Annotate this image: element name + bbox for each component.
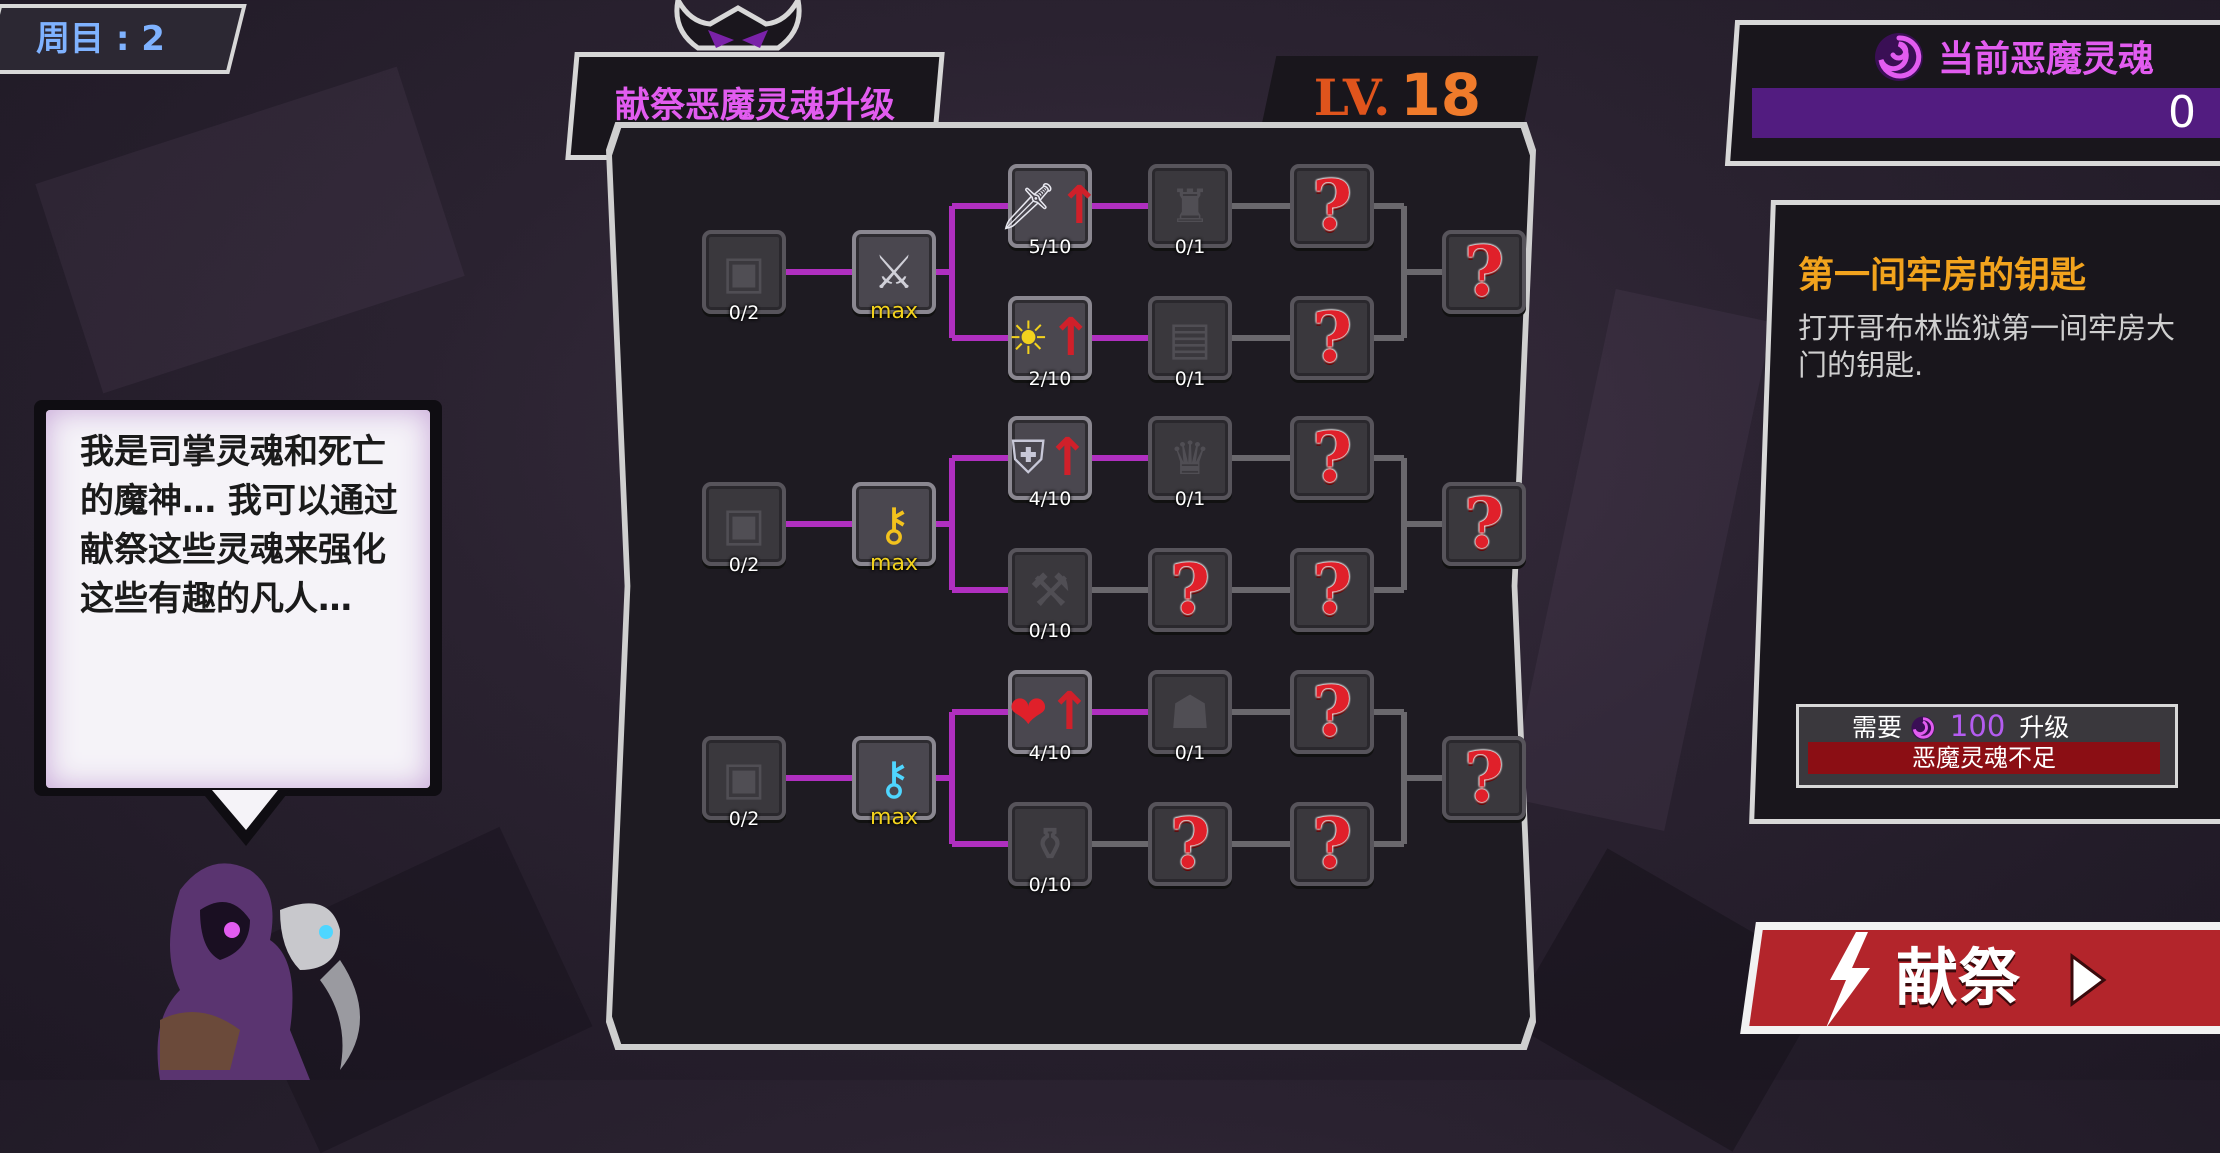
question-mark-icon: ? xyxy=(1170,804,1210,884)
question-mark-icon: ? xyxy=(1312,550,1352,630)
question-mark-icon: ? xyxy=(1312,418,1352,498)
cost-suffix: 升级 xyxy=(2019,713,2070,742)
dialogue-tail xyxy=(200,790,290,846)
question-mark-icon: ? xyxy=(1464,232,1504,312)
axe-key-icon: ⚔ xyxy=(873,245,915,299)
item-name: 第一间牢房的钥匙 xyxy=(1798,255,2087,296)
soul-small-icon xyxy=(1911,716,1935,740)
skill-node-r1-b2[interactable]: ▤ 0/1 xyxy=(1148,296,1232,390)
skill-node-r3-end[interactable]: ? xyxy=(1442,736,1526,820)
skill-node-r2-b3[interactable]: ? xyxy=(1290,548,1374,632)
upgrade-arrow-icon: ↑ xyxy=(1047,682,1092,742)
skill-node-count: 0/1 xyxy=(1174,368,1206,390)
skill-node-count: max xyxy=(870,551,918,576)
skill-node-r2-root[interactable]: ⚷max xyxy=(852,482,936,576)
skill-node-r1-root[interactable]: ⚔max xyxy=(852,230,936,324)
insufficient-souls-warning: 恶魔灵魂不足 xyxy=(1808,742,2160,774)
gold-key-icon: ⚷ xyxy=(877,497,911,551)
anvil-hand-icon: ⚒ xyxy=(1029,563,1071,617)
purple-spiral-soul-icon xyxy=(1875,33,1923,81)
skill-node-r3-b3[interactable]: ? xyxy=(1290,802,1374,886)
soul-counter-value: 0 xyxy=(2168,87,2196,138)
skill-node-count: 4/10 xyxy=(1028,488,1072,510)
skill-node-r3-b2[interactable]: ? xyxy=(1148,802,1232,886)
skill-node-r2-a3[interactable]: ? xyxy=(1290,416,1374,500)
skill-node-r3-base[interactable]: ▣ 0/2 xyxy=(702,736,786,830)
skill-node-count: 2/10 xyxy=(1028,368,1072,390)
dialogue-bubble xyxy=(46,410,430,788)
armored-figure-icon: ♜ xyxy=(1169,179,1211,233)
skill-node-r2-b1[interactable]: ⚒ 0/10 xyxy=(1008,548,1092,642)
skill-node-r1-base[interactable]: ▣ 0/2 xyxy=(702,230,786,324)
question-mark-icon: ? xyxy=(1312,166,1352,246)
shield-up-icon: ⛨ xyxy=(1010,430,1046,484)
demon-horns-icon xyxy=(674,0,802,51)
map-scroll-icon: ▤ xyxy=(1168,311,1212,365)
sword-attack-up-icon: 🗡 xyxy=(999,178,1058,233)
skill-node-count: 0/1 xyxy=(1174,488,1206,510)
red-potion-icon: ⚱ xyxy=(1030,817,1070,871)
soul-counter-label: 当前恶魔灵魂 xyxy=(1938,39,2155,80)
question-mark-icon: ? xyxy=(1170,550,1210,630)
question-mark-icon: ? xyxy=(1312,804,1352,884)
skill-node-count: 0/2 xyxy=(728,554,760,576)
skill-node-r1-b3[interactable]: ? xyxy=(1290,296,1374,380)
skill-node-r3-a1[interactable]: ❤↑4/10 xyxy=(1008,670,1092,764)
upgrade-arrow-icon: ↑ xyxy=(1057,176,1101,236)
upgrade-arrow-icon: ↑ xyxy=(1045,428,1090,488)
skill-node-r1-a3[interactable]: ? xyxy=(1290,164,1374,248)
demon-character-portrait xyxy=(157,863,360,1080)
skill-node-r2-end[interactable]: ? xyxy=(1442,482,1526,566)
crystal-key-icon: ⚷ xyxy=(877,751,911,805)
skill-node-count: max xyxy=(870,299,918,324)
skill-node-r3-root[interactable]: ⚷max xyxy=(852,736,936,830)
skill-node-r3-a2[interactable]: ☗ 0/1 xyxy=(1148,670,1232,764)
heart-up-icon: ❤ xyxy=(1008,685,1048,739)
upgrade-arrow-icon: ↑ xyxy=(1048,308,1093,368)
skill-node-r2-a2[interactable]: ♛ 0/1 xyxy=(1148,416,1232,510)
skill-node-r2-b2[interactable]: ? xyxy=(1148,548,1232,632)
skill-node-r1-b1[interactable]: ☀↑2/10 xyxy=(1007,296,1093,390)
backpack-icon: ▣ xyxy=(722,751,766,805)
play-arrow-icon xyxy=(2070,953,2107,1007)
skill-node-count: 4/10 xyxy=(1028,742,1072,764)
dialogue-text: 我是司掌灵魂和死亡的魔神… 我可以通过献祭这些灵魂来强化这些有趣的凡人… xyxy=(80,432,398,619)
skill-node-r1-a2[interactable]: ♜ 0/1 xyxy=(1148,164,1232,258)
skill-node-r3-b1[interactable]: ⚱ 0/10 xyxy=(1008,802,1092,896)
skill-node-r1-end[interactable]: ? xyxy=(1442,230,1526,314)
lightning-icon xyxy=(1826,932,1870,1028)
skill-node-count: 0/2 xyxy=(728,302,760,324)
cost-prefix: 需要 xyxy=(1852,713,1903,742)
skill-node-count: 0/10 xyxy=(1028,874,1072,896)
gold-treasure-icon: ♛ xyxy=(1169,431,1211,485)
skill-node-count: 5/10 xyxy=(1028,236,1072,258)
hooded-figure-icon: ☗ xyxy=(1169,685,1211,739)
skill-node-count: max xyxy=(870,805,918,830)
upgrade-cost-line: 需要 100 升级 xyxy=(1852,708,2069,744)
soul-counter-bar xyxy=(1752,88,2220,138)
chest-icon: ▣ xyxy=(722,245,766,299)
question-mark-icon: ? xyxy=(1464,484,1504,564)
skill-node-r3-a3[interactable]: ? xyxy=(1290,670,1374,754)
skill-node-count: 0/10 xyxy=(1028,620,1072,642)
sacrifice-button-label: 献祭 xyxy=(1896,941,2021,1014)
skill-node-count: 0/2 xyxy=(728,808,760,830)
question-mark-icon: ? xyxy=(1464,738,1504,818)
skill-node-count: 0/1 xyxy=(1174,742,1206,764)
treasure-chest-icon: ▣ xyxy=(722,497,766,551)
skill-node-r2-base[interactable]: ▣ 0/2 xyxy=(702,482,786,576)
cost-amount: 100 xyxy=(1949,709,2006,743)
skill-node-r1-a1[interactable]: 🗡↑5/10 xyxy=(999,164,1101,258)
question-mark-icon: ? xyxy=(1312,298,1352,378)
sun-up-icon: ☀ xyxy=(1007,311,1049,365)
question-mark-icon: ? xyxy=(1312,672,1352,752)
item-description: 打开哥布林监狱第一间牢房大门的钥匙. xyxy=(1798,311,2176,382)
skill-node-count: 0/1 xyxy=(1174,236,1206,258)
skill-node-r2-a1[interactable]: ⛨↑4/10 xyxy=(1008,416,1092,510)
